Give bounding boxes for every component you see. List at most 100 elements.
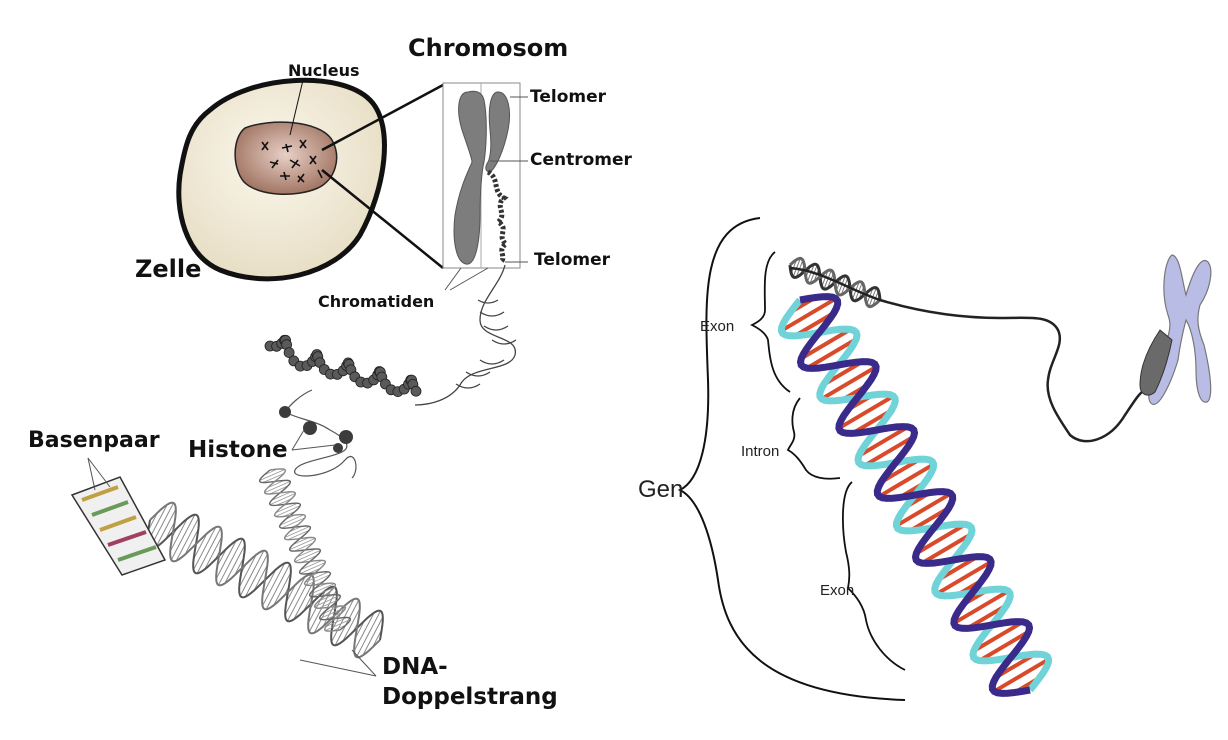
chromatin-bead [283,347,295,359]
exon-brace-top [749,251,791,393]
base-pair-rung [204,536,223,570]
base-pair-rung [287,574,312,622]
intron-brace [786,397,841,480]
base-pair-rung [322,600,337,627]
base-pair-rung [276,498,292,506]
base-pair-rung [342,608,361,642]
base-pair-rung [292,537,310,545]
base-pair-rung [300,559,323,571]
base-pair-rung [281,517,305,529]
base-pair-rung [239,550,265,597]
telomer-bottom-label: Telomer [534,250,611,270]
nucleus-pointer [289,79,304,136]
dna-helix-colored [777,256,1053,697]
base-pair-rung [218,538,243,586]
base-pair-rung [147,512,158,531]
base-pair-rung [300,555,318,563]
centromer-label: Centromer [530,150,632,170]
base-pair-rung [314,595,341,607]
base-pair-rung [306,574,331,586]
base-pair-rung [353,612,375,652]
blue-chromosome [1139,254,1212,405]
base-pair-rung [300,562,326,574]
dna-strand [263,468,347,632]
base-pair-rung [972,620,1024,653]
dna-label-line2: Doppelstrang [382,684,558,710]
base-pair-rung [271,491,292,501]
zoom-line-bottom [321,169,444,269]
base-pair-rung [935,560,993,596]
base-pair-rung [293,580,315,620]
base-pair-rung [837,394,895,430]
chromosome-title: Chromosom [408,34,569,62]
base-pair-rung [780,296,837,333]
base-pair-rung [308,586,334,633]
base-pair-rung [275,505,301,517]
base-pair-rung [294,542,314,552]
base-pair-rung [262,473,285,483]
base-pair-rung [175,517,199,562]
base-pair-rung [820,365,878,401]
base-pair-rung [284,576,306,616]
base-pair-rung [331,598,355,643]
base-pair-rung [823,270,832,290]
base-pair-rung [224,544,246,584]
base-pair-rung [238,554,257,588]
base-pair-rung [279,514,304,526]
base-pair-rung [895,491,952,528]
base-pair-rung [262,569,277,596]
base-pair-rung [857,425,909,458]
base-pair-rung [269,485,288,495]
base-pair-rung [952,589,1010,625]
base-pair-rung [193,533,208,560]
base-pair-rung [372,629,383,648]
base-pair-pointers [87,457,111,491]
exon-brace-bottom [842,481,906,671]
base-pair-rung [319,607,346,619]
histone-beads [279,406,353,453]
gene-label: Gen [638,476,684,503]
base-pair-label: Basenpaar [28,428,160,453]
base-pair-rung [275,502,298,514]
base-pair-rung [296,548,316,558]
exon-bottom-label: Exon [820,582,855,599]
base-pair-rung [264,481,291,493]
base-pair-rung [215,540,237,580]
chromatids-label: Chromatiden [318,292,435,311]
nucleus-chromosomes [261,139,323,183]
base-pair-rung [325,611,343,621]
dna-tail [789,266,1146,443]
intron-label: Intron [741,443,780,460]
base-pair-rung [318,594,334,602]
base-pair-rung [993,657,1050,694]
base-pair-rung [863,434,915,468]
base-pair-rung [800,327,852,361]
exon-top-label: Exon [700,318,735,335]
chromosome [453,90,511,265]
base-pair-ladder [70,476,167,576]
telomer-top-label: Telomer [530,87,607,107]
dna-label-line1: DNA- [382,654,448,680]
dna-strand [796,293,1034,697]
base-pair-rung [806,337,858,370]
base-pair-rung [193,526,217,571]
base-pair-rung [318,599,339,609]
base-pair-rung [267,479,285,489]
base-pair-rung [921,532,973,565]
base-pair-rung [265,563,291,610]
base-pair-rung [325,619,351,631]
dna-helix-left [146,468,384,659]
dna-strand [149,501,381,659]
base-pair-rung [821,270,829,287]
nucleus-label: Nucleus [288,61,360,80]
gene-brace [677,217,906,701]
chromosome-pointers [444,96,528,291]
base-pair-rung [155,508,177,548]
base-pair-rung [253,564,268,591]
base-pair-rung [312,586,335,598]
histone-label: Histone [188,437,288,463]
chromatin-bead [410,385,422,397]
base-pair-rung [356,610,381,658]
base-pair-rung [322,605,341,615]
